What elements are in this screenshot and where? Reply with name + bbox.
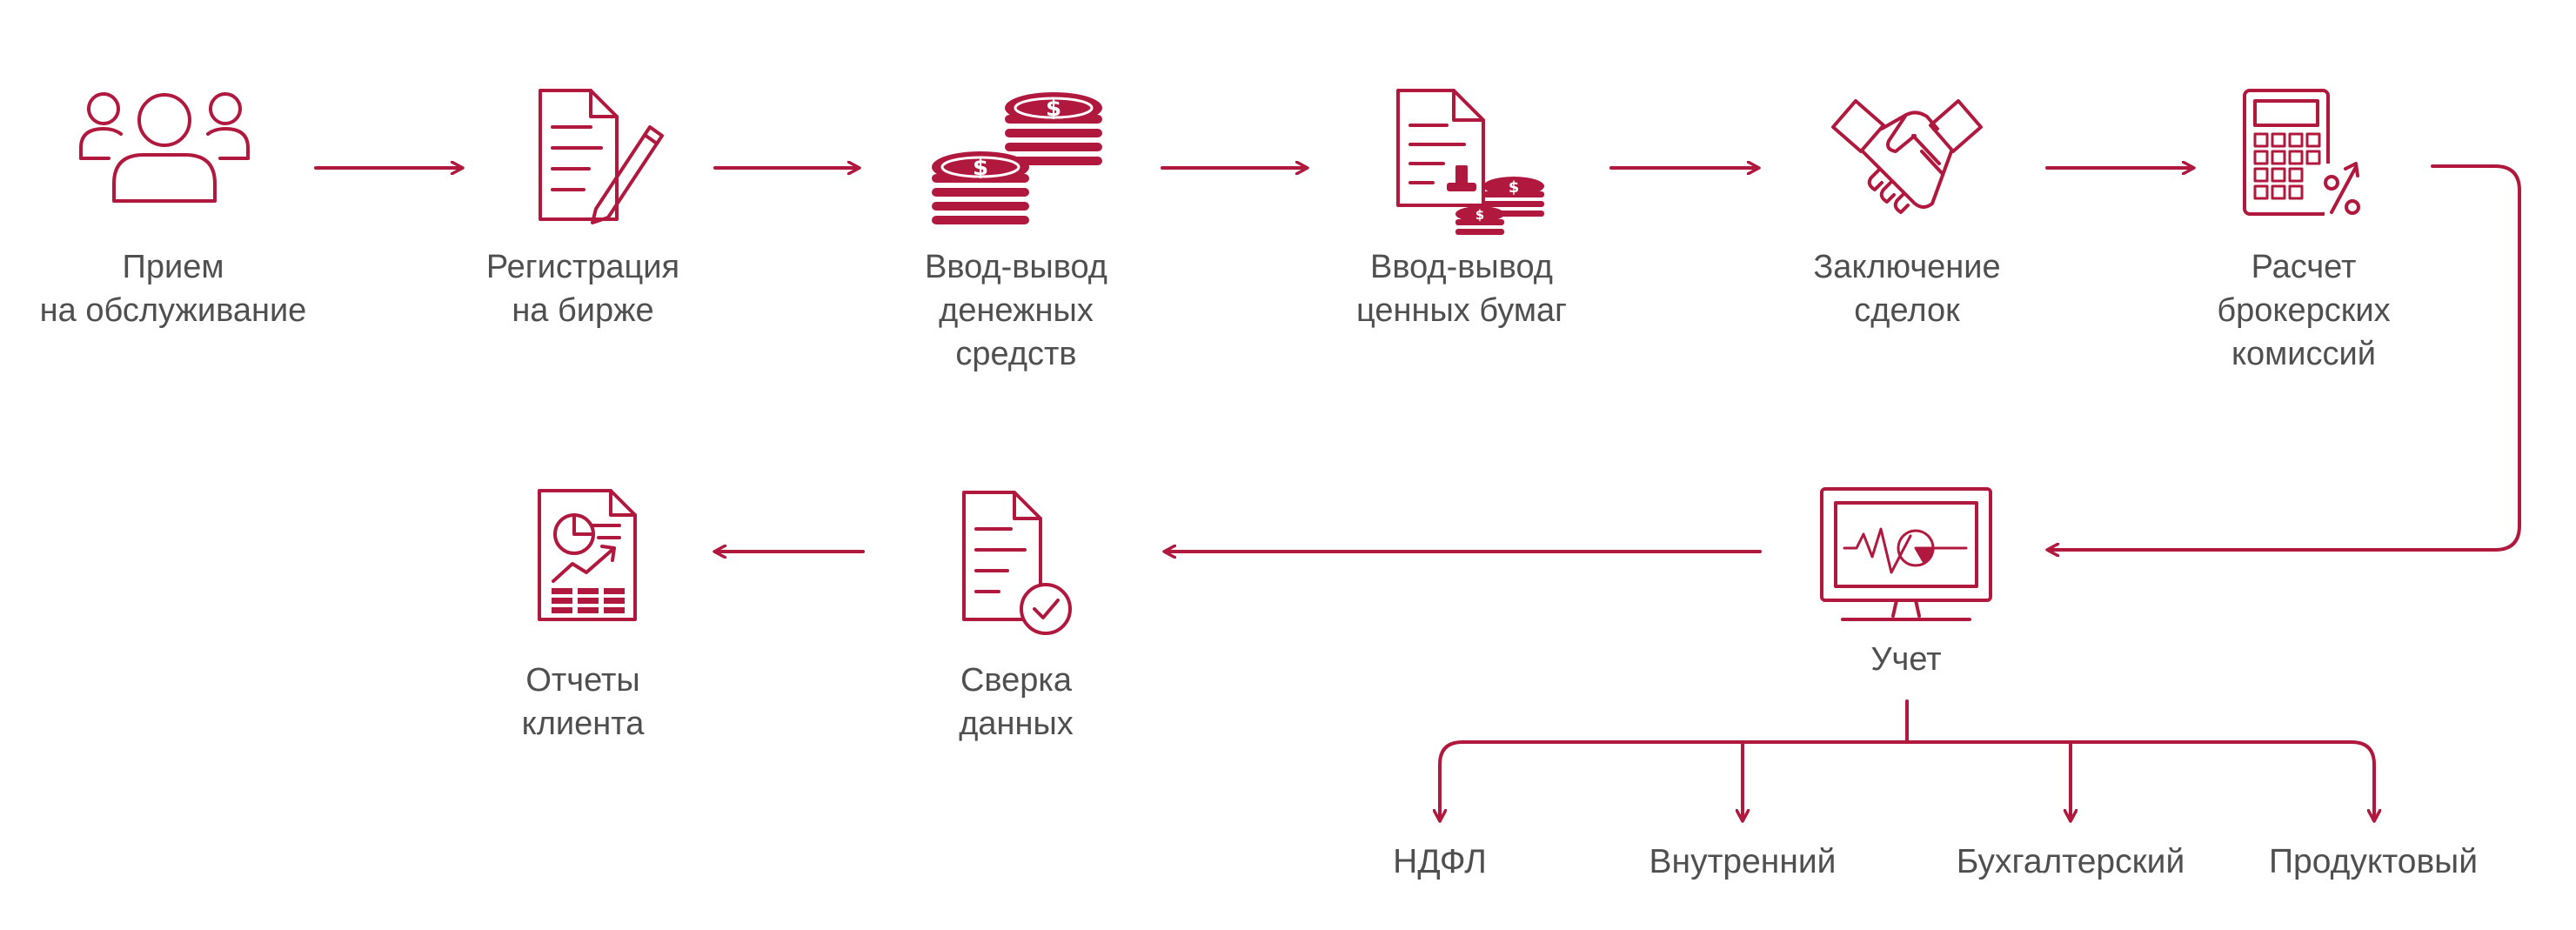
coins-icon: $ $ bbox=[932, 92, 1102, 224]
step-label-line: средств bbox=[955, 336, 1077, 372]
step-label-line: Отчеты bbox=[525, 662, 640, 699]
step-label-line: комиссий bbox=[2231, 336, 2376, 372]
step-label-line: Заключение bbox=[1813, 249, 2001, 285]
document-chart-icon bbox=[538, 489, 637, 621]
monitor-chart-icon bbox=[1820, 487, 1992, 621]
step-label-cash-transfers: Ввод-вывод денежных средств bbox=[894, 245, 1138, 376]
document-stamp-coins-icon: $ $ bbox=[1396, 89, 1544, 235]
svg-text:$: $ bbox=[1509, 178, 1520, 197]
document-pen-icon bbox=[539, 89, 664, 224]
step-label-accounting: Учет bbox=[1802, 638, 2011, 681]
step-label-line: Сверка bbox=[960, 662, 1073, 699]
step-label-line: Расчет bbox=[2251, 249, 2357, 285]
step-label-securities-transfers: Ввод-вывод ценных бумаг bbox=[1331, 245, 1592, 332]
svg-text:$: $ bbox=[973, 155, 988, 181]
handshake-icon bbox=[1831, 99, 1983, 214]
step-label-line: сделок bbox=[1854, 292, 1960, 329]
step-label-line: денежных bbox=[939, 292, 1094, 329]
step-label-exchange-registration: Регистрация на бирже bbox=[461, 245, 705, 332]
step-label-client-onboarding: Прием на обслуживание bbox=[0, 245, 346, 332]
svg-text:$: $ bbox=[1046, 96, 1061, 122]
users-icon bbox=[79, 92, 250, 203]
connector-arrows bbox=[314, 164, 2521, 552]
step-label-line: Прием bbox=[122, 249, 224, 285]
step-label-line: Регистрация bbox=[485, 249, 680, 285]
step-label-line: на бирже bbox=[512, 292, 654, 329]
step-label-line: Ввод-вывод bbox=[925, 249, 1107, 285]
step-label-line: Ввод-вывод bbox=[1370, 249, 1553, 285]
branch-label-bookkeeping: Бухгалтерский bbox=[1956, 843, 2185, 880]
svg-text:$: $ bbox=[1475, 207, 1484, 223]
step-label-line: на обслуживание bbox=[39, 292, 307, 329]
step-label-deal-execution: Заключение сделок bbox=[1785, 245, 2029, 332]
branch-label-ndfl: НДФЛ bbox=[1393, 843, 1487, 880]
accounting-branch-tree bbox=[1440, 699, 2374, 820]
branch-label-internal: Внутренний bbox=[1649, 843, 1837, 880]
arrow-step6-to-accounting bbox=[2048, 164, 2521, 550]
document-check-icon bbox=[962, 491, 1072, 635]
step-label-line: ценных бумаг bbox=[1356, 292, 1567, 329]
step-label-data-reconciliation: Сверка данных bbox=[894, 659, 1138, 746]
step-label-line: данных bbox=[959, 706, 1074, 742]
branch-label-product: Продуктовый bbox=[2269, 843, 2478, 880]
step-label-line: брокерских bbox=[2217, 292, 2391, 329]
step-label-line: клиента bbox=[521, 706, 645, 742]
step-label-commission-calculation: Расчет брокерских комиссий bbox=[2182, 245, 2425, 376]
step-label-client-reports: Отчеты клиента bbox=[465, 659, 700, 746]
calculator-percent-icon bbox=[2243, 89, 2360, 221]
step-label-line: Учет bbox=[1870, 641, 1942, 678]
